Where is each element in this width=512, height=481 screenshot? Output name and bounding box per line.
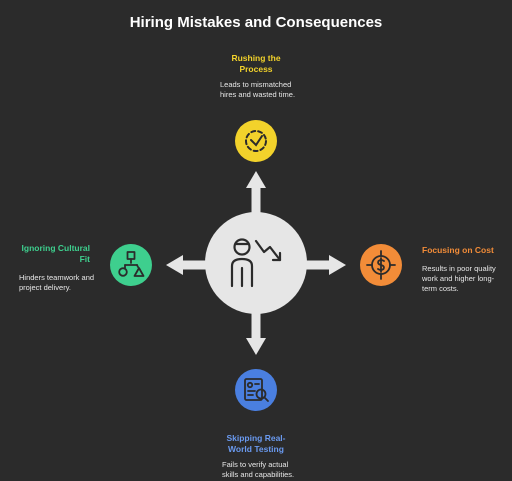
cost-desc-line2: work and higher long- [422, 274, 495, 283]
person-declining-arrow-icon [230, 238, 282, 288]
cultural-desc-line2: project delivery. [19, 283, 71, 292]
rushing-title-line1: Rushing the [231, 53, 281, 63]
arrow-down [246, 305, 266, 355]
testing-title-line1: Skipping Real- [226, 433, 286, 443]
cost-desc-line3: term costs. [422, 284, 459, 293]
shapes-network-icon [118, 251, 145, 277]
testing-title: Skipping Real- World Testing [200, 433, 312, 455]
rushing-title: Rushing the Process [200, 53, 312, 75]
dollar-target-icon [366, 250, 396, 280]
cultural-desc: Hinders teamwork and project delivery. [19, 273, 109, 293]
cost-desc-line1: Results in poor quality [422, 264, 496, 273]
rushing-desc-line1: Leads to mismatched [220, 80, 292, 89]
rushing-desc: Leads to mismatched hires and wasted tim… [220, 80, 330, 100]
rushing-title-line2: Process [239, 64, 273, 74]
testing-node [235, 369, 277, 411]
cultural-desc-line1: Hinders teamwork and [19, 273, 95, 282]
clock-dashed-icon [245, 130, 267, 152]
arrow-up [246, 171, 266, 220]
cultural-title-line2: Fit [79, 254, 90, 264]
testing-title-line2: World Testing [228, 444, 284, 454]
arrow-left [166, 255, 212, 275]
cost-title: Focusing on Cost [422, 245, 494, 255]
rushing-node [235, 120, 277, 162]
arrow-right [300, 255, 346, 275]
testing-desc: Fails to verify actual skills and capabi… [222, 460, 332, 480]
hub-node [205, 212, 307, 314]
cultural-node [110, 244, 152, 286]
cultural-title: Ignoring Cultural Fit [10, 243, 90, 265]
document-search-icon [244, 378, 269, 402]
cost-desc: Results in poor quality work and higher … [422, 264, 512, 294]
testing-desc-line2: skills and capabilities. [222, 470, 295, 479]
cost-node [360, 244, 402, 286]
page-title: Hiring Mistakes and Consequences [129, 14, 383, 31]
testing-desc-line1: Fails to verify actual [222, 460, 289, 469]
rushing-desc-line2: hires and wasted time. [220, 90, 296, 99]
cultural-title-line1: Ignoring Cultural [21, 243, 90, 253]
